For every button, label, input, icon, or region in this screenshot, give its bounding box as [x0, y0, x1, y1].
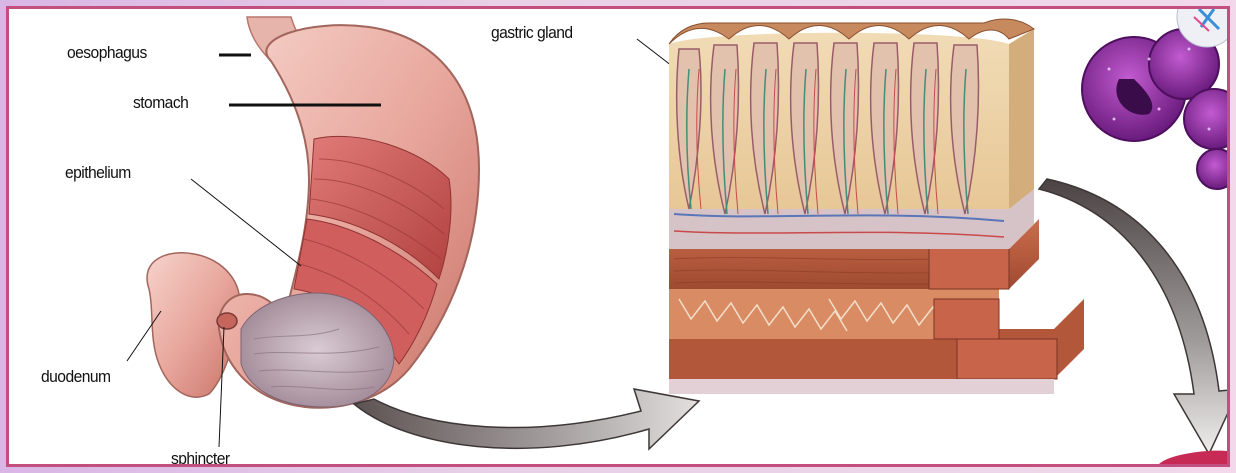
label-sphincter: sphincter	[171, 449, 230, 467]
blood-cells-illustration	[1082, 9, 1227, 189]
label-epithelium: epithelium	[65, 163, 131, 183]
label-duodenum: duodenum	[41, 367, 111, 387]
slide-frame: oesophagus stomach epithelium duodenum s…	[6, 6, 1230, 467]
label-stomach: stomach	[133, 93, 188, 113]
pink-shape-corner	[1159, 451, 1227, 464]
label-gastric-gland: gastric gland	[491, 23, 573, 43]
label-oesophagus: oesophagus	[67, 43, 147, 63]
stomach-illustration	[147, 17, 479, 408]
flow-arrow-bottom	[354, 389, 699, 449]
diagram-canvas	[9, 9, 1227, 464]
sphincter-ring	[217, 313, 237, 329]
epithelium-pointer	[191, 179, 301, 266]
cell-4	[1197, 149, 1227, 189]
tissue-block-illustration	[669, 19, 1084, 394]
